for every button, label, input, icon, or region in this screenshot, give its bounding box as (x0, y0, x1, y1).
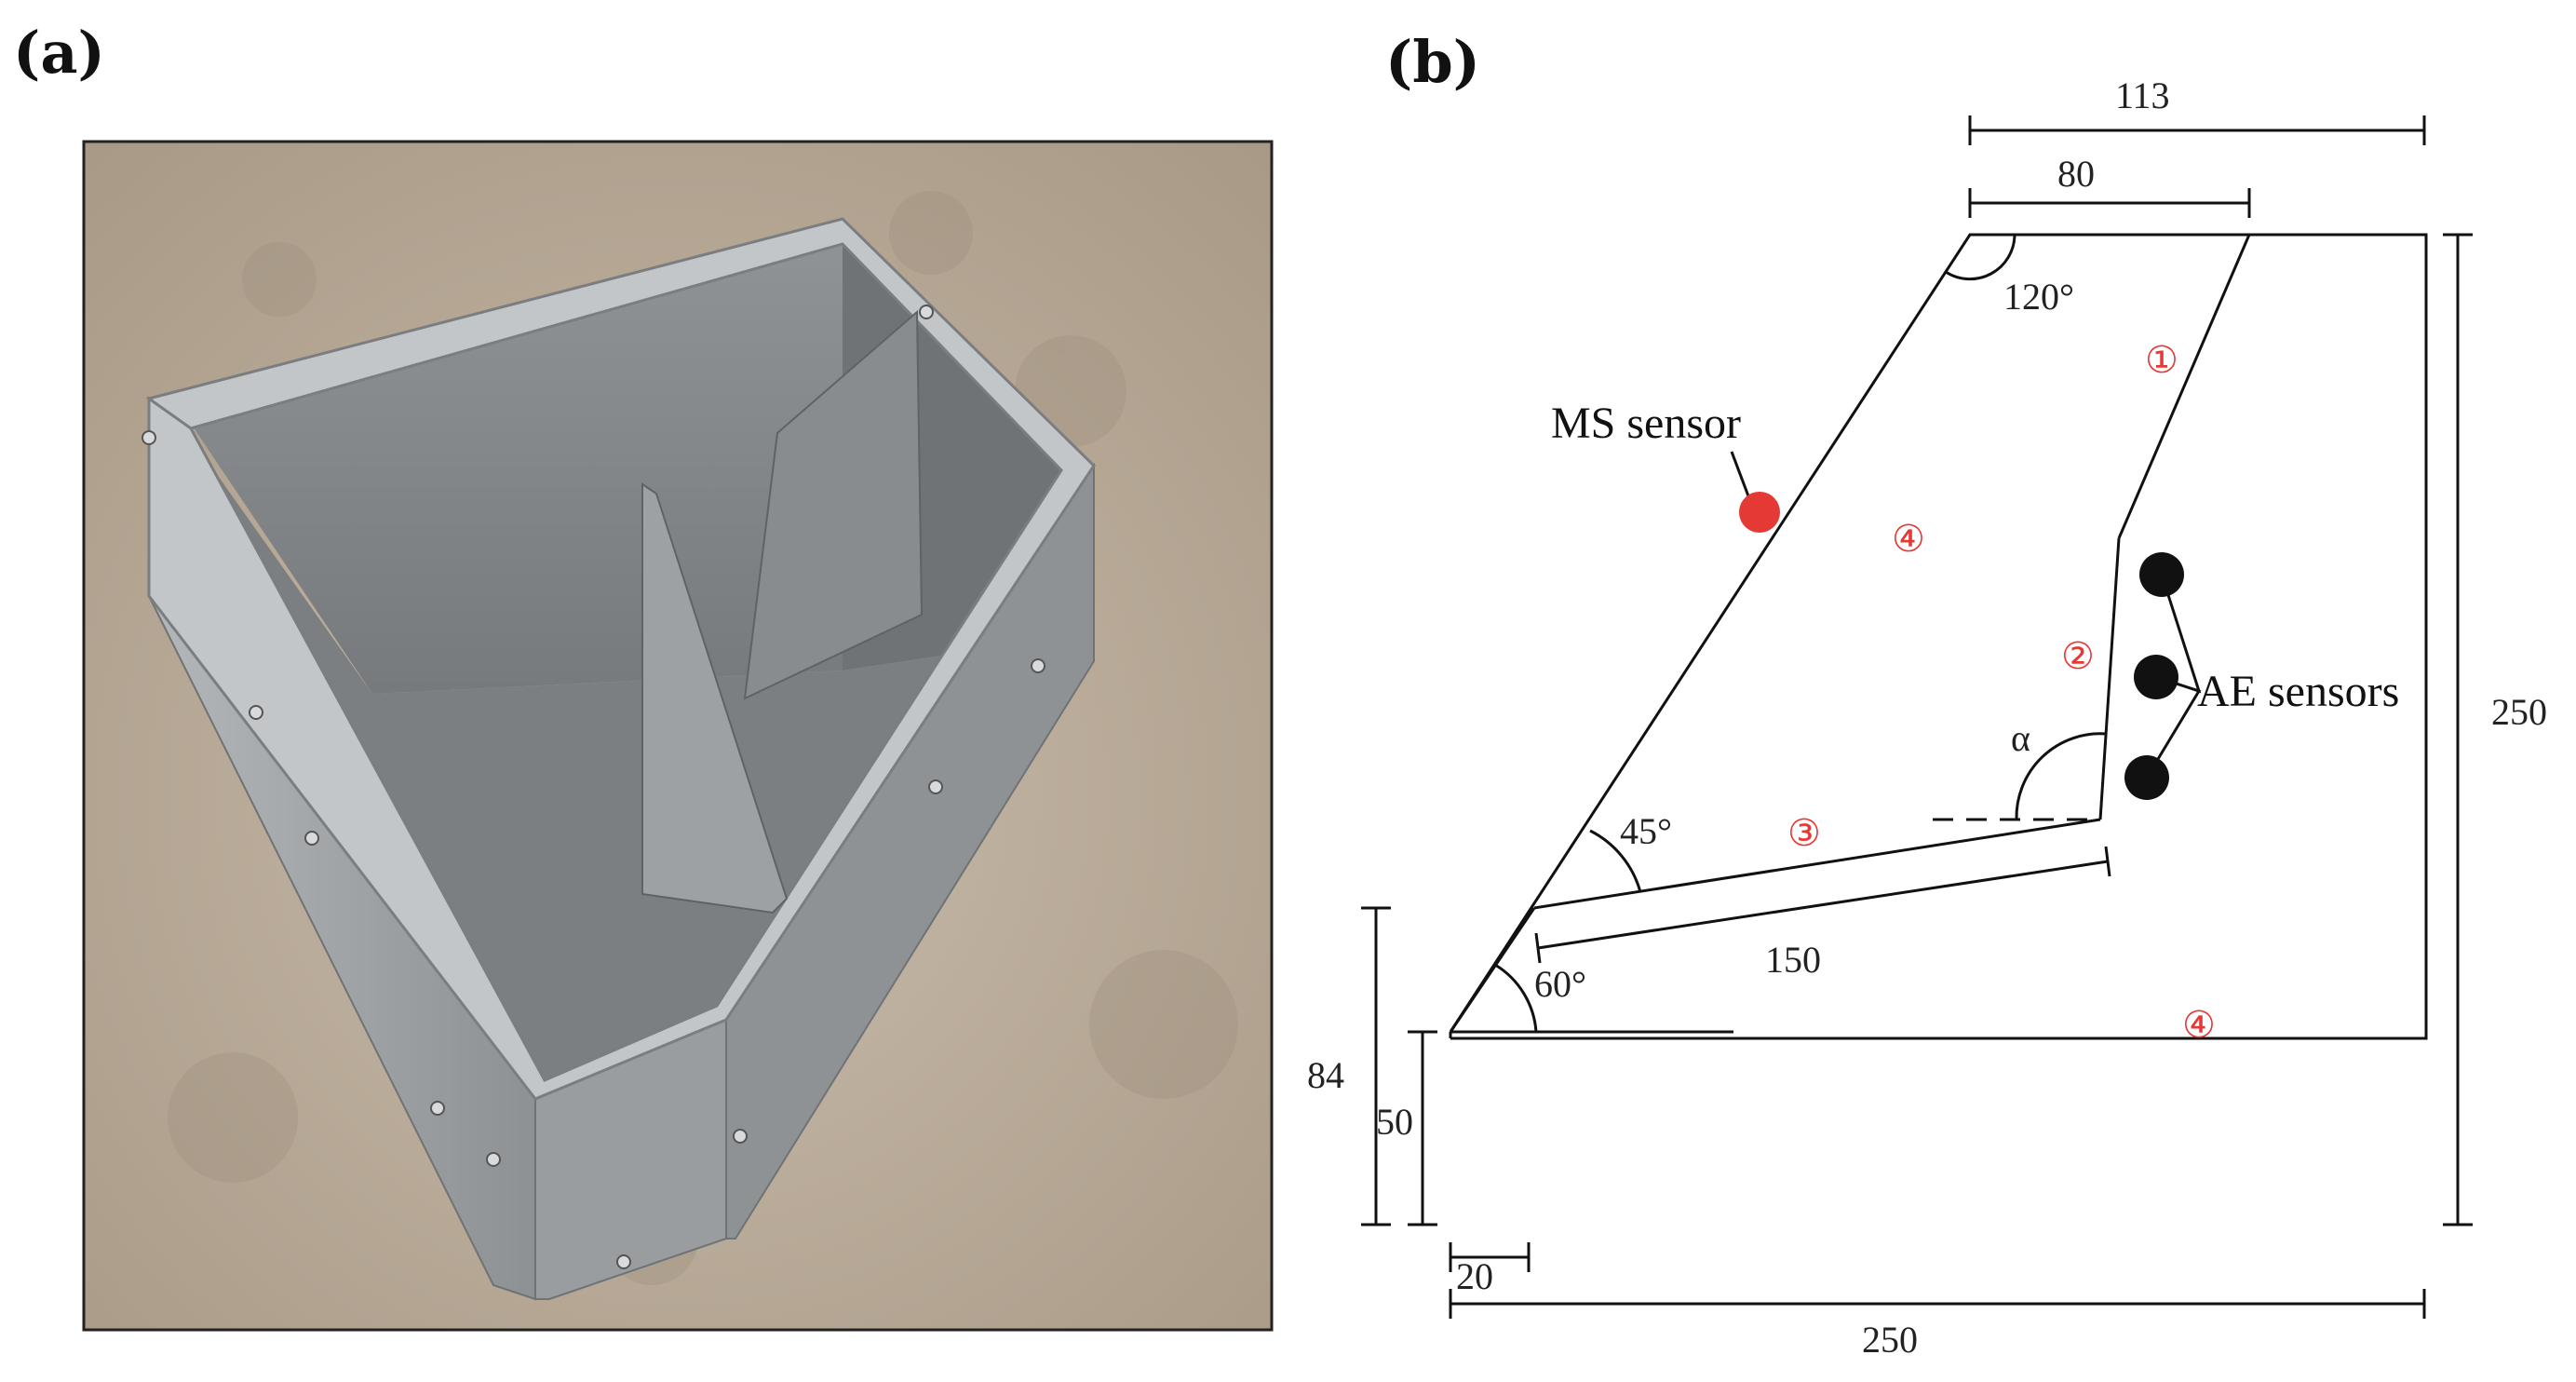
ae-sensors-label: AE sensors (2197, 667, 2399, 716)
slope-schematic: 113 80 250 250 20 84 50 150 120° 45° 60°… (1307, 75, 2547, 1361)
zone-label-1: ① (2145, 339, 2178, 382)
weak-plane-1 (2117, 234, 2251, 539)
dim-bottom-250 (1449, 1289, 2426, 1319)
arc-alpha (2015, 732, 2107, 820)
dim-label-right-250: 250 (2491, 691, 2547, 733)
dim-84 (1361, 906, 1391, 1226)
weak-plane-3 (1533, 818, 2101, 910)
dim-label-bottom-250: 250 (1862, 1319, 1918, 1361)
dim-label-80: 80 (2057, 153, 2095, 195)
panel-label-a: (a) (13, 19, 105, 87)
angle-label-alpha: α (2011, 717, 2030, 759)
angle-label-60: 60° (1534, 963, 1586, 1005)
ms-sensor-label: MS sensor (1551, 399, 1741, 448)
arc-120 (1945, 234, 2016, 281)
angle-label-45: 45° (1620, 810, 1672, 852)
model-outline (1449, 233, 2428, 1040)
bolts (142, 305, 1045, 1269)
box-rim (145, 217, 1096, 1101)
zone-label-3: ③ (1787, 812, 1821, 855)
dim-label-20: 20 (1456, 1255, 1493, 1297)
dim-label-113: 113 (2115, 75, 2170, 116)
weak-plane-2 (2098, 537, 2121, 820)
divider-plate-upper (743, 309, 924, 700)
dim-right-250 (2443, 233, 2473, 1226)
slope-lower-edge (1449, 907, 1536, 1033)
dim-label-50: 50 (1376, 1101, 1413, 1143)
ms-sensor-leader (1730, 451, 1752, 502)
zone-label-2: ② (2061, 635, 2095, 678)
photo-model-box (82, 140, 1274, 1332)
dim-50 (1408, 1030, 1437, 1226)
dim-20 (1449, 1242, 1531, 1272)
divider-plate-lower (641, 482, 789, 915)
arc-60 (1494, 963, 1538, 1033)
ms-sensor-icon (1739, 492, 1780, 533)
dim-80 (1968, 188, 2251, 218)
dim-label-84: 84 (1307, 1054, 1344, 1096)
panel-label-b: (b) (1385, 28, 1480, 96)
arc-45 (1589, 829, 1642, 893)
zone-label-4-lower: ④ (2182, 1004, 2216, 1047)
dim-113 (1968, 115, 2426, 145)
dim-150 (1534, 846, 2111, 964)
angle-label-120: 120° (2003, 276, 2074, 318)
ae-sensor-leaders (2145, 574, 2202, 779)
dim-label-150: 150 (1765, 939, 1821, 981)
zone-label-4-upper: ④ (1892, 518, 1925, 561)
